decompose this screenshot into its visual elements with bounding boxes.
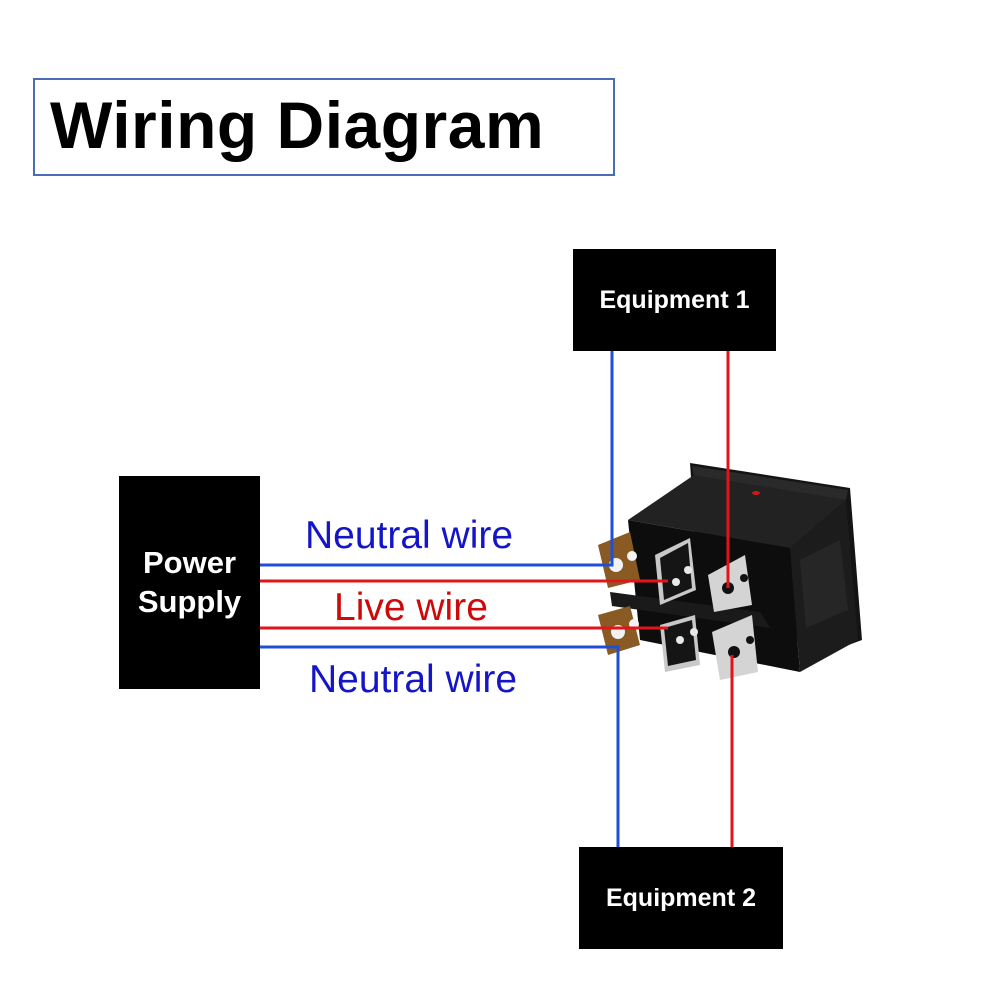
equipment-1-block: Equipment 1 bbox=[573, 249, 776, 351]
rocker-switch-icon bbox=[598, 463, 862, 680]
neutral-wire-top bbox=[260, 351, 614, 567]
live-wire-label: Live wire bbox=[334, 586, 488, 629]
power-supply-block: Power Supply bbox=[119, 476, 260, 689]
equipment-2-block: Equipment 2 bbox=[579, 847, 783, 949]
power-supply-label-line2: Supply bbox=[137, 583, 242, 619]
equipment-2-label: Equipment 2 bbox=[605, 883, 756, 912]
page-title: Wiring Diagram bbox=[50, 88, 545, 162]
neutral-wire-bottom-label: Neutral wire bbox=[309, 658, 518, 701]
neutral-wire-top-label: Neutral wire bbox=[305, 514, 514, 557]
neutral-wire-bottom bbox=[260, 645, 620, 847]
equipment-1-label: Equipment 1 bbox=[599, 285, 750, 314]
title-box: Wiring Diagram bbox=[33, 78, 615, 176]
power-supply-label-line1: Power bbox=[142, 544, 237, 580]
